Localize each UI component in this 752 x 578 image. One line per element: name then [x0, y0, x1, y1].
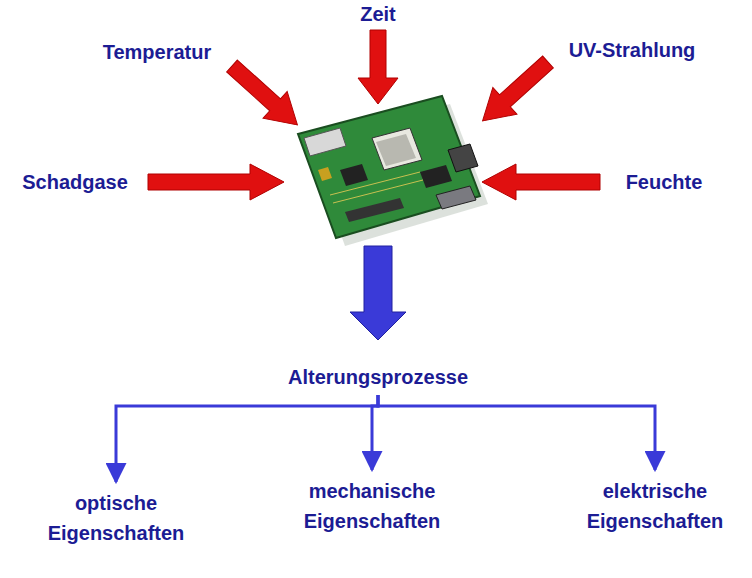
- text-node: mechanische Eigenschaften: [288, 476, 456, 536]
- tree-arrow: [378, 395, 655, 470]
- node-text: optische Eigenschaften: [32, 488, 200, 548]
- big-blue-arrow: [350, 246, 406, 340]
- node-text: elektrische Eigenschaften: [571, 476, 739, 536]
- tree-arrow: [116, 395, 378, 482]
- node-text: Alterungsprozesse: [288, 362, 468, 392]
- factor-label: Zeit: [360, 2, 396, 26]
- text-node: optische Eigenschaften: [32, 488, 200, 548]
- node-text: mechanische Eigenschaften: [288, 476, 456, 536]
- factor-label: Feuchte: [626, 170, 703, 194]
- text-node: elektrische Eigenschaften: [571, 476, 739, 536]
- text-node: Alterungsprozesse: [288, 362, 468, 392]
- factor-label: UV-Strahlung: [569, 38, 696, 62]
- factor-label: Schadgase: [22, 170, 128, 194]
- circuit-board: [298, 96, 488, 246]
- factor-label: Temperatur: [103, 40, 212, 64]
